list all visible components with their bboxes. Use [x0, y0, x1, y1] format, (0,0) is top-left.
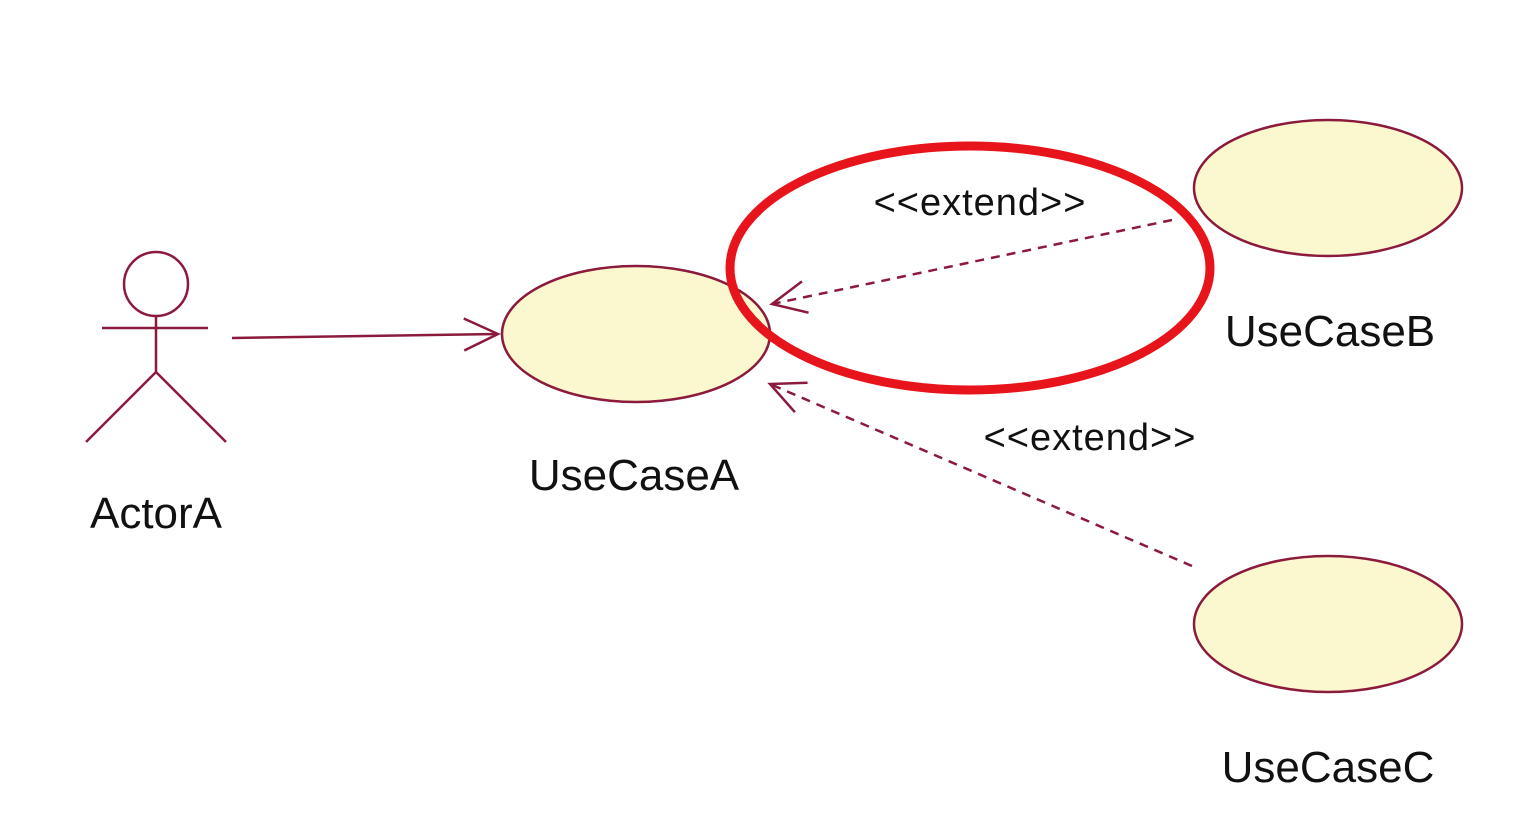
extend-b-stereotype: <<extend>>	[874, 182, 1087, 224]
usecase-c-ellipse[interactable]	[1192, 554, 1464, 694]
extend-c-stereotype: <<extend>>	[984, 417, 1197, 459]
actor-label: ActorA	[90, 489, 223, 538]
usecase-c-label: UseCaseC	[1222, 743, 1435, 792]
usecase-a-label: UseCaseA	[529, 451, 740, 500]
extend-c-arrow[interactable]	[767, 381, 1193, 568]
actor-head	[122, 250, 190, 318]
usecase-b-ellipse[interactable]	[1192, 118, 1464, 258]
actor-figure[interactable]	[85, 250, 227, 443]
actor-right-leg	[155, 371, 227, 443]
highlight-circle	[725, 141, 1215, 395]
association-line[interactable]	[231, 317, 501, 352]
extend-b-arrow[interactable]	[769, 218, 1173, 314]
actor-left-leg	[85, 371, 157, 443]
usecase-b-label: UseCaseB	[1225, 307, 1435, 356]
